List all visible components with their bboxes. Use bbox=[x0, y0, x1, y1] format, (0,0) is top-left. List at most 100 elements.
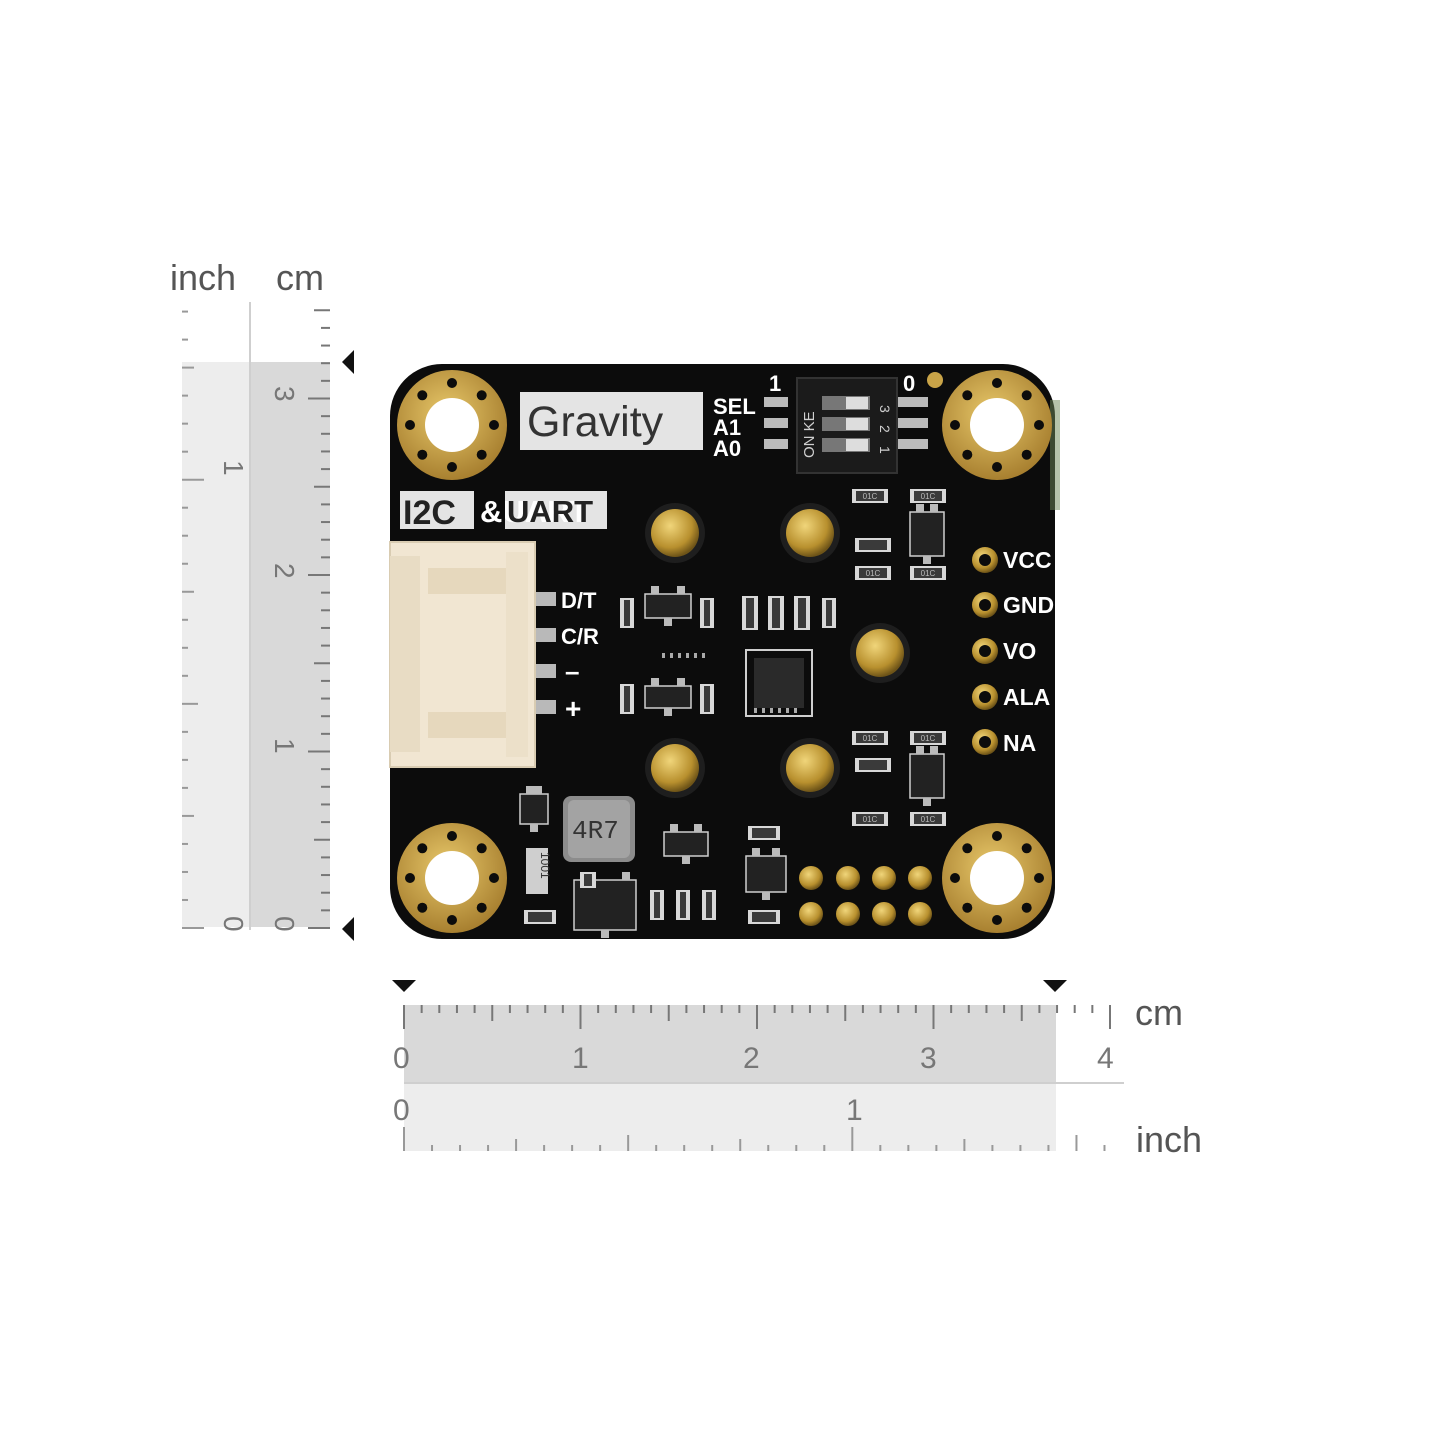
dip-switch: ON KE 3 2 1 bbox=[764, 377, 928, 474]
vertical-cm-tick-2: 2 bbox=[269, 563, 300, 579]
via bbox=[447, 462, 457, 472]
test-pad bbox=[836, 866, 860, 890]
passive-code: 01C bbox=[921, 569, 936, 578]
gravity-logo: Gravity bbox=[527, 398, 664, 446]
inductor: 4R7 bbox=[563, 796, 635, 862]
horizontal-right-marker bbox=[1043, 980, 1067, 992]
transistor-lead bbox=[526, 786, 534, 794]
via bbox=[1021, 449, 1032, 460]
passive-body bbox=[752, 828, 776, 838]
transistor bbox=[573, 879, 637, 931]
transistor-lead bbox=[677, 678, 685, 686]
via bbox=[992, 831, 1002, 841]
dip-label-a1: A1 bbox=[713, 415, 741, 440]
passive-code: 01C bbox=[921, 492, 936, 501]
test-pads bbox=[799, 866, 932, 926]
chip-pin bbox=[678, 653, 681, 658]
resistor-1001-code: 1001 bbox=[538, 852, 552, 879]
header-pin-hole bbox=[979, 599, 991, 611]
passive-code: 01C bbox=[863, 492, 878, 501]
passive-body bbox=[798, 598, 806, 628]
sensor-pad bbox=[651, 744, 699, 792]
test-pad bbox=[799, 866, 823, 890]
transistor-lead bbox=[930, 504, 938, 512]
transistor bbox=[644, 593, 692, 619]
transistor-lead bbox=[601, 930, 609, 938]
jst-connector bbox=[389, 541, 556, 768]
sensor-pads bbox=[645, 503, 910, 798]
passive-body bbox=[826, 600, 832, 626]
via bbox=[962, 390, 973, 401]
passive-body bbox=[914, 814, 942, 824]
transistor bbox=[745, 855, 787, 893]
test-pad bbox=[908, 866, 932, 890]
vertical-top-marker bbox=[342, 350, 354, 374]
header-pin-vcc: VCC bbox=[1003, 547, 1052, 573]
transistors bbox=[519, 504, 945, 938]
chip-pin bbox=[786, 708, 789, 713]
passive-body bbox=[856, 733, 884, 743]
passive-body bbox=[856, 491, 884, 501]
transistor bbox=[644, 685, 692, 709]
via bbox=[962, 449, 973, 460]
pin-label-plus: + bbox=[565, 693, 581, 724]
passive-code: 01C bbox=[921, 815, 936, 824]
mounting-hole-vias bbox=[405, 378, 1044, 925]
passive-body bbox=[680, 892, 686, 918]
vertical-bottom-marker bbox=[342, 917, 354, 941]
passive-body bbox=[704, 600, 710, 626]
via bbox=[447, 831, 457, 841]
pin-label-cr: C/R bbox=[561, 624, 599, 649]
sensor-board: Gravity I2C &UART & UART SEL A1 A0 1 0 bbox=[389, 364, 1060, 939]
via bbox=[405, 873, 415, 883]
header-pin-na: NA bbox=[1003, 730, 1036, 756]
passive-body bbox=[859, 568, 887, 578]
passive-body bbox=[528, 912, 552, 922]
header-pin-vo: VO bbox=[1003, 638, 1036, 664]
horizontal-left-marker bbox=[392, 980, 416, 992]
svg-text:&: & bbox=[480, 494, 502, 529]
chip-pin bbox=[662, 653, 665, 658]
chip-pin bbox=[754, 708, 757, 713]
passive-code: 01C bbox=[863, 734, 878, 743]
via bbox=[476, 449, 487, 460]
via bbox=[1021, 390, 1032, 401]
vertical-inch-tick-0: 0 bbox=[218, 916, 249, 932]
dip-number-1: 1 bbox=[877, 446, 893, 454]
via bbox=[447, 915, 457, 925]
header-pin-hole bbox=[979, 736, 991, 748]
via bbox=[476, 390, 487, 401]
vertical-cm-tick-3: 3 bbox=[269, 386, 300, 402]
uart-box bbox=[505, 491, 607, 529]
vertical-inch-tick-1: 1 bbox=[218, 460, 249, 476]
passive-code: 01C bbox=[866, 569, 881, 578]
chip-pin bbox=[670, 653, 673, 658]
via bbox=[476, 843, 487, 854]
passive-body bbox=[859, 540, 887, 550]
sensor-chip bbox=[662, 649, 813, 717]
header-pin-gnd: GND bbox=[1003, 592, 1054, 618]
inch-scale-band bbox=[182, 362, 250, 927]
via bbox=[962, 843, 973, 854]
transistor bbox=[909, 511, 945, 557]
dip-label-a0: A0 bbox=[713, 436, 741, 461]
chip-pin bbox=[778, 708, 781, 713]
transistor-lead bbox=[923, 798, 931, 806]
svg-text:UART: UART bbox=[507, 494, 593, 529]
i2c-box bbox=[400, 491, 474, 529]
passive-body bbox=[914, 568, 942, 578]
dip-number-3: 3 bbox=[877, 405, 893, 413]
passive-body bbox=[654, 892, 660, 918]
transistor-lead bbox=[752, 848, 760, 856]
transistor-lead bbox=[694, 824, 702, 832]
vertical-ruler: inch cm 3 2 1 0 1 0 bbox=[170, 257, 354, 941]
chip-pin bbox=[770, 708, 773, 713]
header-pin-hole bbox=[979, 554, 991, 566]
transistor bbox=[909, 753, 945, 799]
via bbox=[992, 378, 1002, 388]
transistor-lead bbox=[664, 618, 672, 626]
pin-label-minus: – bbox=[565, 656, 579, 686]
via bbox=[417, 449, 428, 460]
